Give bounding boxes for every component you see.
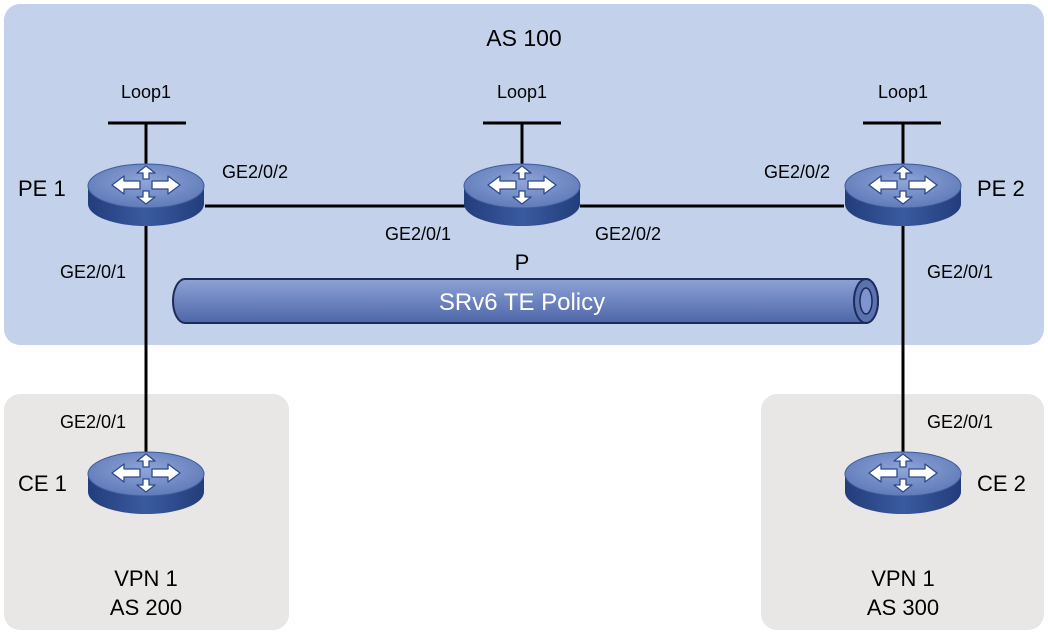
vpn-right-as: AS 300 (867, 595, 939, 620)
if-pe1-to-p: GE2/0/2 (222, 162, 288, 182)
if-pe2-to-p: GE2/0/2 (764, 162, 830, 182)
as100-label: AS 100 (486, 25, 561, 51)
pe2-loop-label: Loop1 (878, 82, 928, 102)
if-p-to-pe1: GE2/0/1 (385, 224, 451, 244)
if-pe2-to-ce2: GE2/0/1 (927, 262, 993, 282)
pe1-label: PE 1 (18, 176, 66, 201)
pe1-loop-label: Loop1 (121, 82, 171, 102)
p-loop-label: Loop1 (497, 82, 547, 102)
p-label: P (515, 250, 530, 275)
ce2-label: CE 2 (977, 471, 1026, 496)
router-ce1-icon[interactable] (87, 451, 205, 515)
if-pe1-to-ce1: GE2/0/1 (60, 262, 126, 282)
if-ce2-to-pe2: GE2/0/1 (927, 412, 993, 432)
router-pe1-icon[interactable] (87, 163, 205, 227)
srv6-te-policy-tunnel: SRv6 TE Policy (172, 278, 879, 324)
ce1-label: CE 1 (18, 471, 67, 496)
tunnel-label: SRv6 TE Policy (439, 289, 605, 316)
vpn-left-as: AS 200 (110, 595, 182, 620)
pe2-label: PE 2 (977, 176, 1025, 201)
if-p-to-pe2: GE2/0/2 (595, 224, 661, 244)
router-ce2-icon[interactable] (844, 451, 962, 515)
router-pe2-icon[interactable] (844, 163, 962, 227)
links (108, 121, 941, 458)
if-ce1-to-pe1: GE2/0/1 (60, 412, 126, 432)
vpn-left-name: VPN 1 (114, 566, 178, 591)
vpn-right-name: VPN 1 (871, 566, 935, 591)
router-p-icon[interactable] (463, 163, 581, 227)
